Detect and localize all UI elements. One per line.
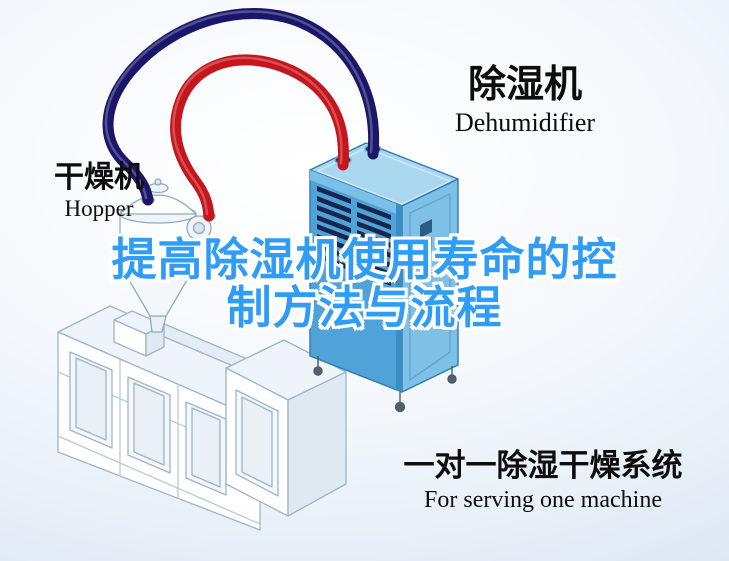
caster-wheels xyxy=(313,356,457,413)
dehumidifier-front-highlight xyxy=(310,170,402,216)
hopper-label: 干燥机 Hopper xyxy=(40,162,158,222)
system-label: 一对一除湿干燥系统 For serving one machine xyxy=(388,448,698,514)
dehumidifier-control-box xyxy=(420,219,432,238)
hopper-dome xyxy=(119,194,197,215)
hopper-cylinder xyxy=(119,213,197,274)
machine-illustration xyxy=(57,305,347,531)
page-title-line2: 制方法与流程 xyxy=(226,281,503,333)
page-title-line1: 提高除湿机使用寿命的控 xyxy=(111,234,618,285)
dehumidifier-label: 除湿机 Dehumidifier xyxy=(436,64,614,138)
hopper-blower-inner xyxy=(192,221,206,235)
dehumidifier-vent-grille xyxy=(317,186,391,286)
machine-door-inset xyxy=(75,357,107,441)
system-label-en: For serving one machine xyxy=(424,486,662,513)
dehumidifier-label-cn: 除湿机 xyxy=(467,64,582,106)
machine-door-inset xyxy=(133,382,165,466)
hopper-label-en: Hopper xyxy=(64,195,134,221)
dehumidifier-control-box xyxy=(420,237,432,257)
system-label-cn: 一对一除湿干燥系统 xyxy=(403,448,683,483)
dehumidifier-front-edge-shade xyxy=(396,204,402,392)
hose-navy-highlight xyxy=(104,10,373,200)
hopper-lid-knob xyxy=(154,178,162,186)
hose-navy xyxy=(102,7,380,206)
cabinet-door-inset xyxy=(241,396,273,488)
dehumidifier-side-door xyxy=(409,193,451,381)
hopper-label-cn: 干燥机 xyxy=(54,161,144,194)
machine-door-inset xyxy=(191,407,221,488)
hose-red-highlight xyxy=(172,56,343,216)
page-title: 提高除湿机使用寿命的控 制方法与流程 xyxy=(0,236,729,331)
hose-red xyxy=(170,54,349,222)
hoses xyxy=(102,7,380,222)
cabinet-side-face xyxy=(287,371,347,517)
dehumidifier-top-rim xyxy=(317,147,451,205)
dehumidifier-label-en: Dehumidifier xyxy=(454,107,596,137)
